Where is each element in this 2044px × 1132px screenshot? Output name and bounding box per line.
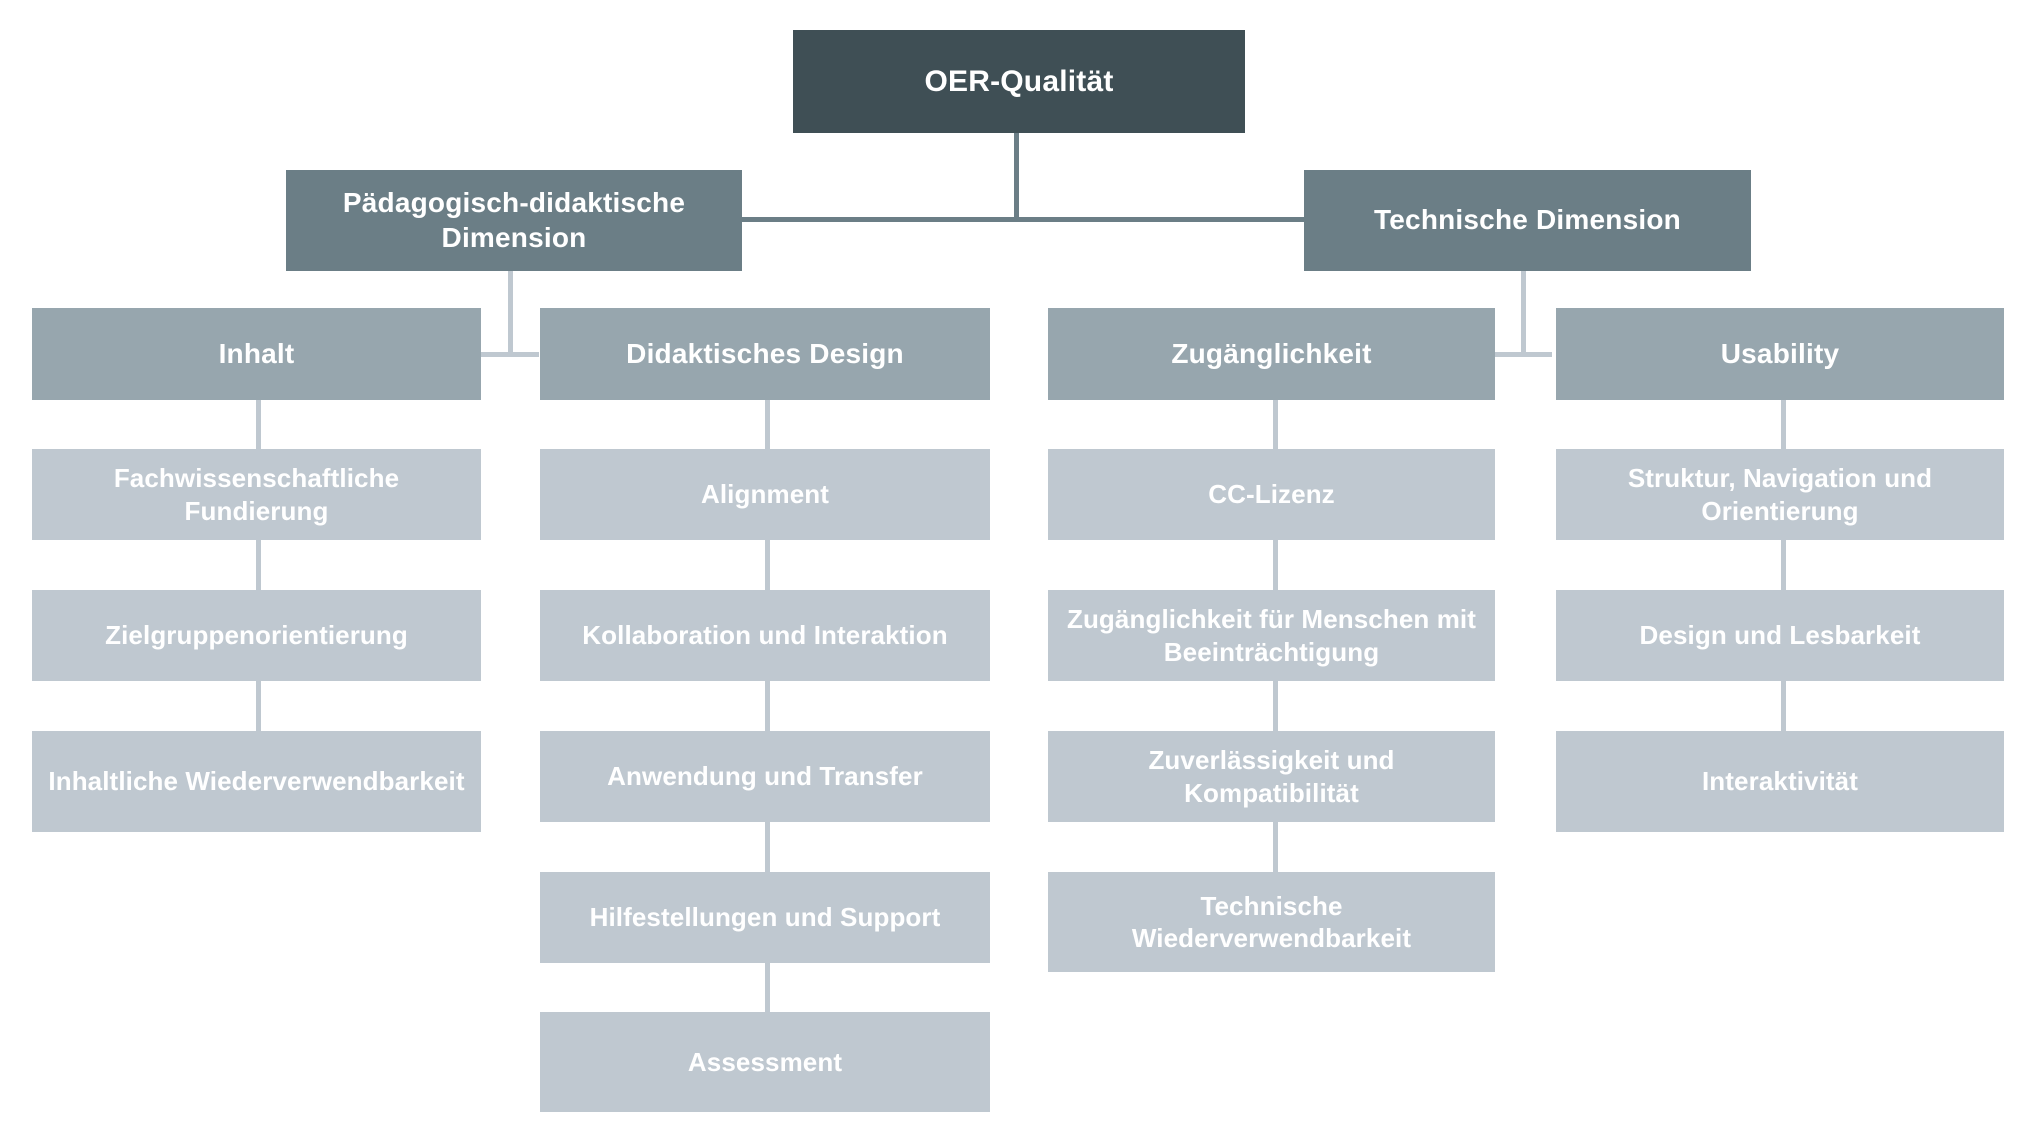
node-label: Fachwissenschaftliche Fundierung	[113, 463, 400, 526]
node-label: Inhaltliche Wiederverwendbarkeit	[48, 766, 465, 797]
node-label: CC-Lizenz	[1208, 479, 1335, 510]
connector-root-bus	[742, 217, 1304, 222]
node-category-usability[interactable]: Usability	[1556, 308, 2004, 400]
node-criterion-design-und-lesbarkeit[interactable]: Design und Lesbarkeit	[1556, 590, 2004, 681]
node-label: Hilfestellungen und Support	[589, 902, 941, 933]
node-label: Technische Wiederverwendbarkeit	[1131, 890, 1412, 953]
node-technische-dimension[interactable]: Technische Dimension	[1304, 170, 1751, 271]
node-criterion-struktur-navigation-und-orientierung[interactable]: Struktur, Navigation und Orientierung	[1556, 449, 2004, 540]
node-category-zugaenglichkeit[interactable]: Zugänglichkeit	[1048, 308, 1495, 400]
node-label: Technische Dimension	[1374, 204, 1681, 236]
connector-technical-stem	[1521, 270, 1526, 356]
node-label: Zugänglichkeit	[1171, 337, 1372, 369]
node-category-inhalt[interactable]: Inhalt	[32, 308, 481, 400]
node-label: Zuverlässigkeit und Kompatibilität	[1148, 745, 1395, 808]
connector-pedagogical-stem	[508, 270, 513, 356]
connector-technical-bus	[1494, 352, 1552, 357]
node-label: Assessment	[687, 1046, 843, 1077]
node-criterion-fachwissenschaftliche-fundierung[interactable]: Fachwissenschaftliche Fundierung	[32, 449, 481, 540]
node-criterion-alignment[interactable]: Alignment	[540, 449, 990, 540]
node-criterion-anwendung-und-transfer[interactable]: Anwendung und Transfer	[540, 731, 990, 822]
node-label: Zielgruppenorientierung	[105, 620, 408, 651]
node-criterion-zuverlaessigkeit-und-kompatibilitaet[interactable]: Zuverlässigkeit und Kompatibilität	[1048, 731, 1495, 822]
node-label: Design und Lesbarkeit	[1639, 620, 1921, 651]
node-criterion-zielgruppenorientierung[interactable]: Zielgruppenorientierung	[32, 590, 481, 681]
node-criterion-cc-lizenz[interactable]: CC-Lizenz	[1048, 449, 1495, 540]
node-label: Didaktisches Design	[626, 337, 904, 369]
node-label: Interaktivität	[1701, 766, 1858, 797]
node-label: OER-Qualität	[924, 64, 1114, 98]
node-criterion-interaktivitaet[interactable]: Interaktivität	[1556, 731, 2004, 832]
node-paedagogisch-didaktische-dimension[interactable]: Pädagogisch-didaktische Dimension	[286, 170, 742, 271]
node-category-didaktisches-design[interactable]: Didaktisches Design	[540, 308, 990, 400]
node-label: Zugänglichkeit für Menschen mit Beeinträ…	[1066, 604, 1477, 667]
node-label: Kollaboration und Interaktion	[582, 620, 948, 651]
node-criterion-assessment[interactable]: Assessment	[540, 1012, 990, 1112]
node-label: Usability	[1720, 337, 1840, 369]
node-label: Pädagogisch-didaktische Dimension	[342, 186, 686, 253]
node-label: Struktur, Navigation und Orientierung	[1627, 463, 1933, 526]
node-label: Inhalt	[218, 337, 295, 369]
connector-pedagogical-bus	[481, 352, 539, 357]
connector-root-stem	[1014, 132, 1019, 220]
node-criterion-inhaltliche-wiederverwendbarkeit[interactable]: Inhaltliche Wiederverwendbarkeit	[32, 731, 481, 832]
node-label: Anwendung und Transfer	[607, 761, 923, 792]
node-criterion-technische-wiederverwendbarkeit[interactable]: Technische Wiederverwendbarkeit	[1048, 872, 1495, 972]
node-criterion-hilfestellungen-und-support[interactable]: Hilfestellungen und Support	[540, 872, 990, 963]
connector-column-zugaenglichkeit	[1273, 400, 1278, 972]
node-oer-qualitaet[interactable]: OER-Qualität	[793, 30, 1245, 133]
node-criterion-zugaenglichkeit-fuer-menschen-mit-beeintraechtigung[interactable]: Zugänglichkeit für Menschen mit Beeinträ…	[1048, 590, 1495, 681]
node-criterion-kollaboration-und-interaktion[interactable]: Kollaboration und Interaktion	[540, 590, 990, 681]
node-label: Alignment	[700, 479, 829, 510]
